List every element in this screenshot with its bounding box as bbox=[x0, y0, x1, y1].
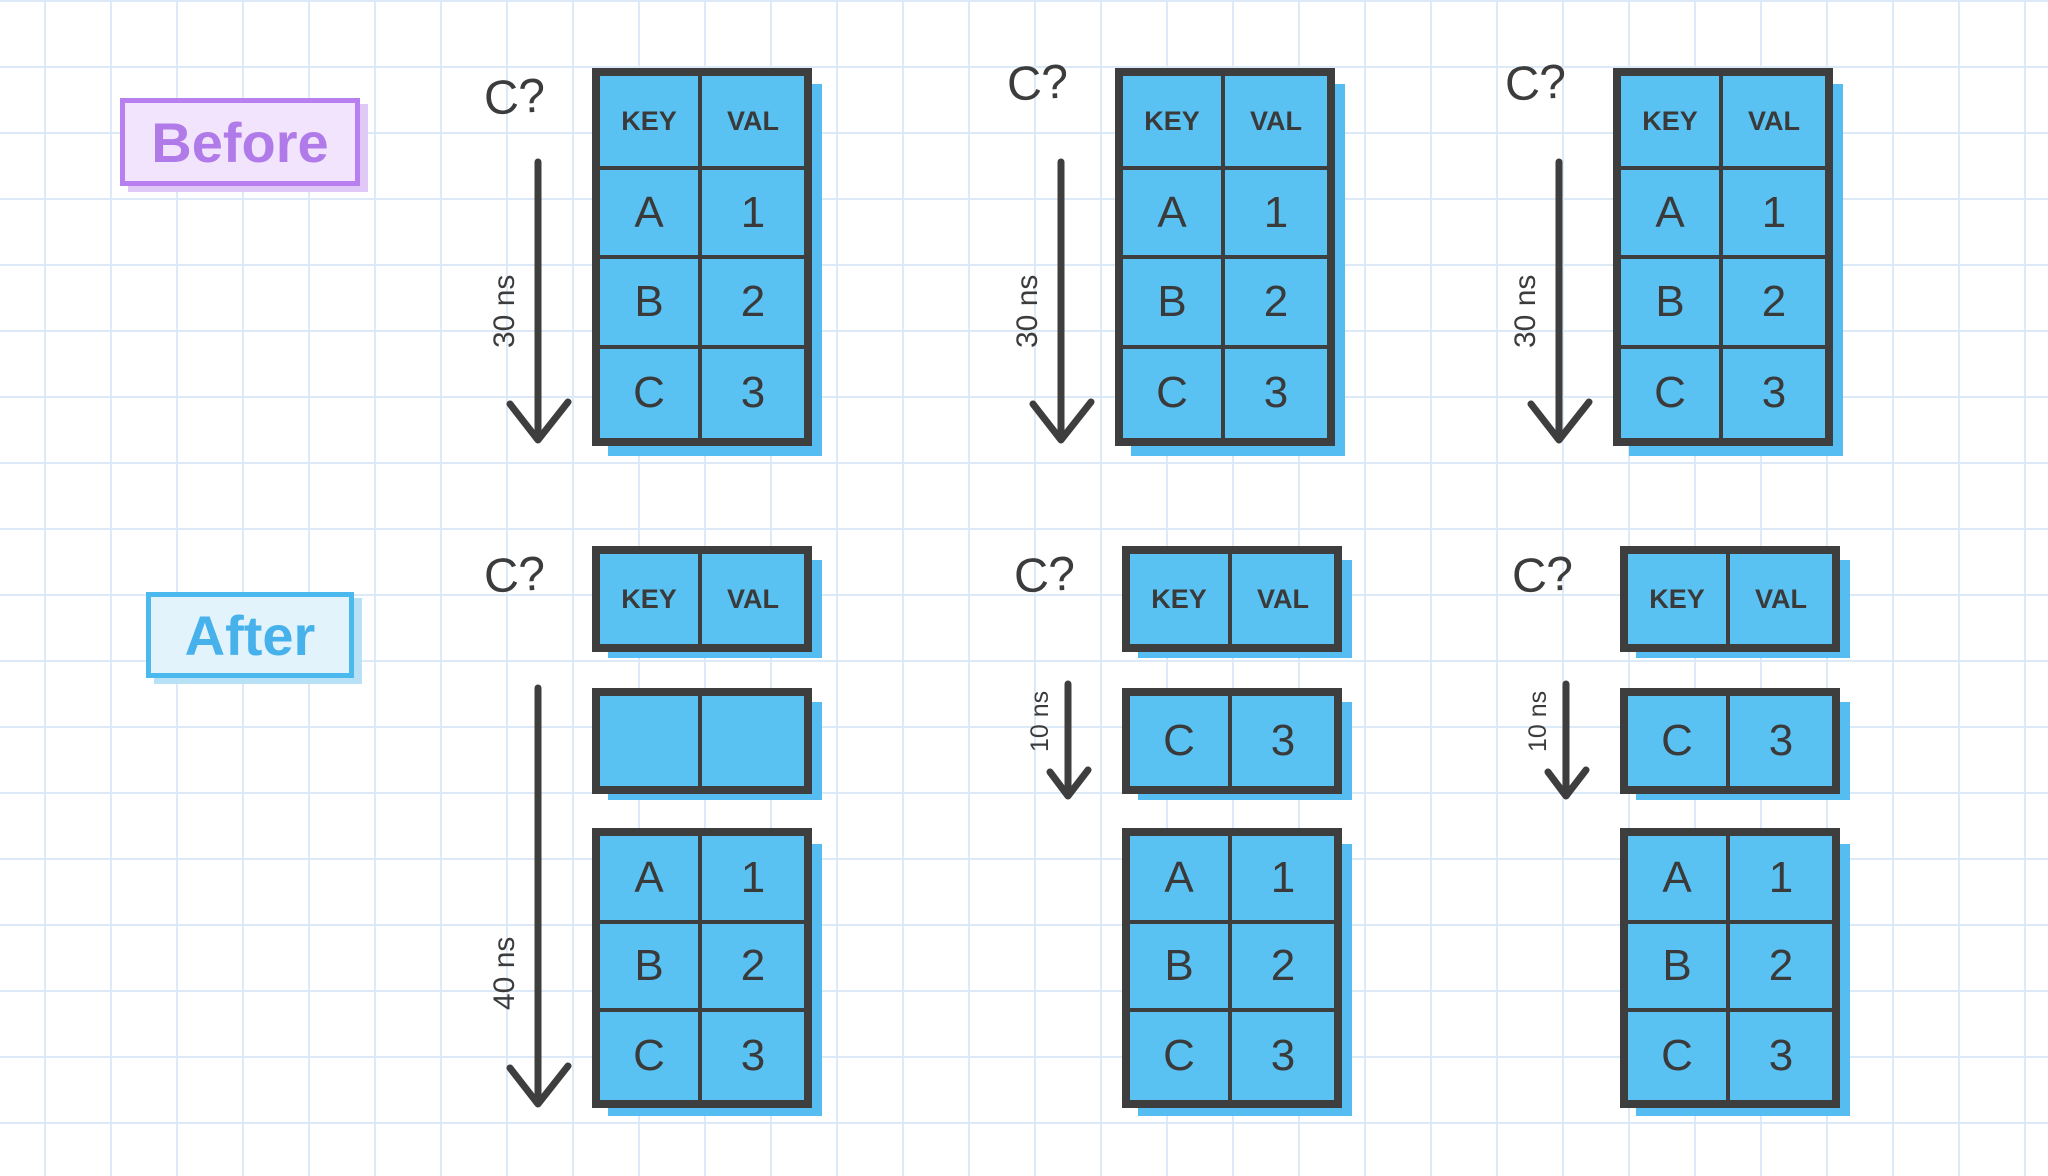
row-key: A bbox=[1130, 836, 1232, 924]
header-val: VAL bbox=[702, 76, 804, 170]
before-label: Before bbox=[120, 98, 360, 186]
arrow-before-2 bbox=[1029, 158, 1095, 444]
query-after-2: C? bbox=[1012, 547, 1077, 604]
query-after-1: C? bbox=[482, 547, 547, 604]
header-val: VAL bbox=[727, 583, 779, 614]
row-key: C bbox=[1130, 1012, 1232, 1100]
row-key: B bbox=[600, 259, 702, 349]
row-val: 2 bbox=[702, 259, 804, 349]
row-key: B bbox=[600, 924, 702, 1012]
row-val: 3 bbox=[1768, 1031, 1794, 1080]
row-val: 1 bbox=[1730, 836, 1832, 924]
header-key: KEY bbox=[600, 76, 702, 170]
row-key: C bbox=[600, 1012, 702, 1100]
empty-cache-key bbox=[600, 696, 702, 786]
header-key: KEY bbox=[600, 554, 702, 644]
row-val: 3 bbox=[740, 1031, 766, 1080]
arrow-after-2 bbox=[1046, 680, 1092, 800]
timing-before-2: 30 ns bbox=[1011, 274, 1044, 348]
header-val: VAL bbox=[1257, 583, 1309, 614]
timing-before-1: 30 ns bbox=[488, 274, 521, 348]
row-key: B bbox=[1130, 924, 1232, 1012]
row-key: A bbox=[1628, 836, 1730, 924]
row-val: 1 bbox=[1225, 170, 1327, 260]
row-key: A bbox=[1621, 170, 1723, 260]
query-before-1: C? bbox=[482, 69, 547, 126]
row-val: 3 bbox=[1263, 368, 1289, 418]
row-val: 2 bbox=[1232, 924, 1334, 1012]
query-before-3: C? bbox=[1503, 55, 1568, 112]
row-key: B bbox=[1621, 259, 1723, 349]
arrow-after-3 bbox=[1544, 680, 1590, 800]
row-key: C bbox=[1621, 348, 1723, 438]
cache-val: 3 bbox=[1768, 716, 1794, 765]
row-val: 3 bbox=[740, 368, 766, 418]
empty-cache-val bbox=[702, 696, 804, 786]
row-key: B bbox=[1123, 259, 1225, 349]
header-val: VAL bbox=[1755, 583, 1807, 614]
row-key: C bbox=[1123, 348, 1225, 438]
row-val: 2 bbox=[1723, 259, 1825, 349]
query-before-2: C? bbox=[1005, 55, 1070, 112]
row-key: A bbox=[600, 170, 702, 260]
header-key: KEY bbox=[1130, 554, 1232, 644]
row-val: 3 bbox=[1761, 368, 1787, 418]
cache-val: 3 bbox=[1270, 716, 1296, 765]
header-val: VAL bbox=[1225, 76, 1327, 170]
row-val: 1 bbox=[702, 836, 804, 924]
row-key: B bbox=[1628, 924, 1730, 1012]
header-key: KEY bbox=[1123, 76, 1225, 170]
row-key: C bbox=[1628, 1012, 1730, 1100]
timing-after-1: 40 ns bbox=[488, 936, 521, 1010]
row-val: 2 bbox=[1730, 924, 1832, 1012]
row-key: A bbox=[600, 836, 702, 924]
arrow-before-1 bbox=[506, 158, 572, 444]
row-val: 3 bbox=[1270, 1031, 1296, 1080]
header-val: VAL bbox=[1723, 76, 1825, 170]
row-val: 1 bbox=[1723, 170, 1825, 260]
row-val: 2 bbox=[1225, 259, 1327, 349]
row-key: A bbox=[1123, 170, 1225, 260]
row-val: 2 bbox=[702, 924, 804, 1012]
timing-before-3: 30 ns bbox=[1509, 274, 1542, 348]
row-key: C bbox=[600, 348, 702, 438]
after-label: After bbox=[146, 592, 354, 678]
row-val: 1 bbox=[702, 170, 804, 260]
timing-after-2: 10 ns bbox=[1026, 690, 1054, 752]
arrow-before-3 bbox=[1527, 158, 1593, 444]
cache-key: C bbox=[1628, 696, 1730, 786]
arrow-after-1 bbox=[506, 684, 572, 1108]
timing-after-3: 10 ns bbox=[1524, 690, 1552, 752]
cache-key: C bbox=[1130, 696, 1232, 786]
row-val: 1 bbox=[1232, 836, 1334, 924]
header-key: KEY bbox=[1628, 554, 1730, 644]
query-after-3: C? bbox=[1510, 547, 1575, 604]
header-key: KEY bbox=[1621, 76, 1723, 170]
